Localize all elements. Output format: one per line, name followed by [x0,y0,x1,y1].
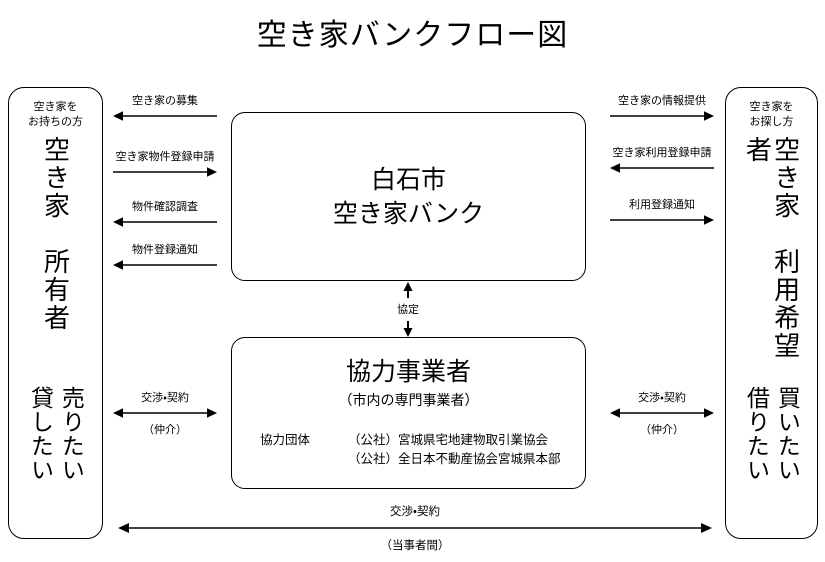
arrow-left-icon [113,217,217,227]
owner-want-rent: 貸したい [27,386,54,482]
agreement-arrow: 協定 [368,282,448,337]
owner-want-sell: 売りたい [58,386,85,482]
seeker-panel-header: 空き家を お探し方 [749,101,794,128]
owner-panel-main-label: 空き家 所有者 [40,136,71,332]
cooperator-title: 協力事業者 [345,358,471,386]
seeker-panel-wants: 借りたい 買いたい [726,386,817,482]
arrow-negotiation-right-sublabel: （仲介） [640,424,684,436]
cooperator-organizations: 協力団体 （公社）宮城県宅地建物取引業協会 （公社）全日本不動産協会宮城県本部 [260,431,561,469]
cooperator-subtitle: （市内の専門事業者） [338,392,479,408]
owner-panel-header: 空き家を お持ちの方 [28,101,83,128]
arrow-akiya-recruitment-label: 空き家の募集 [132,95,198,107]
arrow-akiya-information-provision: 空き家の情報提供 [610,94,714,130]
arrow-negotiation-left-label: 交渉・契約 [141,392,189,404]
arrow-usage-registration-notice: 利用登録通知 [610,198,714,234]
arrow-negotiation-left-sublabel: （仲介） [143,424,187,436]
arrow-left-icon [113,260,217,270]
arrow-usage-registration-application: 空き家利用登録申請 [610,146,714,182]
arrow-negotiation-right-label: 交渉・契約 [638,392,686,404]
arrow-property-inspection: 物件確認調査 [113,200,217,236]
arrow-property-registration-notice: 物件登録通知 [113,243,217,279]
arrow-property-inspection-label: 物件確認調査 [132,201,198,213]
page-title: 空き家バンクフロー図 [256,19,569,52]
arrow-right-icon [113,167,217,177]
akiya-bank-label: 白石市 空き家バンク [332,166,485,228]
arrow-right-icon [610,111,714,121]
cooperator-org-label: 協力団体 [260,433,311,447]
arrow-akiya-recruitment: 空き家の募集 [113,94,217,130]
cooperator-box: 協力事業者 （市内の専門事業者） 協力団体 （公社）宮城県宅地建物取引業協会 （… [231,337,586,489]
arrow-negotiation-direct: 交渉・契約 （当事者間） [118,505,712,552]
arrow-akiya-information-provision-label: 空き家の情報提供 [618,95,706,107]
owner-panel-wants: 貸したい 売りたい [9,386,102,482]
arrow-negotiation-direct-sublabel: （当事者間） [380,540,450,552]
arrow-leftright-icon [118,523,712,533]
arrow-usage-registration-notice-label: 利用登録通知 [629,199,695,211]
seeker-panel-main-label: 空き家 利用希望者 [742,136,801,360]
arrow-leftright-icon [610,408,714,418]
arrow-negotiation-direct-label: 交渉・契約 [390,506,440,518]
arrow-property-registration-application-label: 空き家物件登録申請 [115,151,215,163]
arrow-negotiation-left: 交渉・契約 （仲介） [113,391,217,436]
seeker-want-borrow: 借りたい [743,386,770,482]
arrow-property-registration-application: 空き家物件登録申請 [113,150,217,186]
cooperator-org-list: （公社）宮城県宅地建物取引業協会 （公社）全日本不動産協会宮城県本部 [348,433,561,466]
arrow-left-icon [113,111,217,121]
arrow-updown-icon [403,282,413,337]
arrow-right-icon [610,215,714,225]
akiya-bank-box: 白石市 空き家バンク [231,112,586,281]
arrow-negotiation-right: 交渉・契約 （仲介） [610,391,714,436]
arrow-usage-registration-application-label: 空き家利用登録申請 [612,147,712,159]
owner-panel: 空き家を お持ちの方 空き家 所有者 貸したい 売りたい [8,87,103,539]
arrow-property-registration-notice-label: 物件登録通知 [132,244,198,256]
arrow-leftright-icon [113,408,217,418]
owner-panel-main: 空き家 所有者 [9,136,102,381]
seeker-panel: 空き家を お探し方 空き家 利用希望者 借りたい 買いたい [725,87,818,539]
arrow-left-icon [610,163,714,173]
agreement-label: 協定 [397,304,419,316]
seeker-panel-main: 空き家 利用希望者 [726,136,817,381]
seeker-want-buy: 買いたい [774,386,801,482]
